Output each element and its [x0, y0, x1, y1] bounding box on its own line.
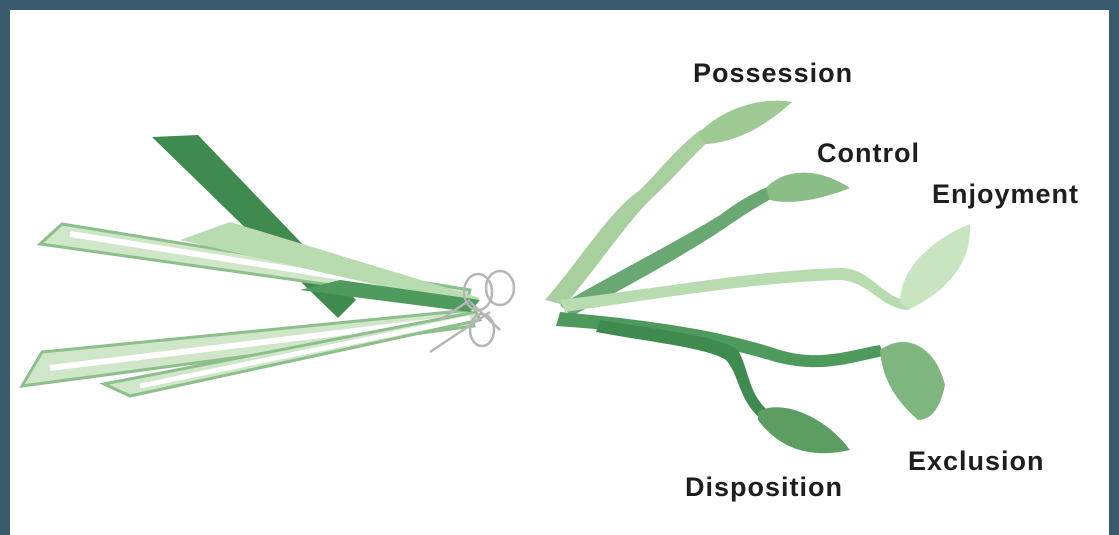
leaf-enjoyment: [900, 224, 970, 310]
leaf-exclusion: [880, 342, 945, 420]
branch-disposition: [596, 320, 770, 420]
leaf-disposition: [758, 407, 850, 453]
diagram-canvas: Possession Control Enjoyment Exclusion D…: [10, 10, 1109, 535]
leaf-control: [766, 173, 850, 202]
label-possession: Possession: [693, 58, 853, 89]
label-disposition: Disposition: [685, 472, 843, 503]
label-exclusion: Exclusion: [908, 446, 1045, 477]
stick-ends: [22, 135, 480, 396]
label-control: Control: [817, 138, 920, 169]
label-enjoyment: Enjoyment: [932, 179, 1079, 210]
branch-exclusion: [556, 312, 884, 367]
leaf-possession: [698, 101, 792, 144]
stick-hollow-lower: [22, 310, 474, 386]
